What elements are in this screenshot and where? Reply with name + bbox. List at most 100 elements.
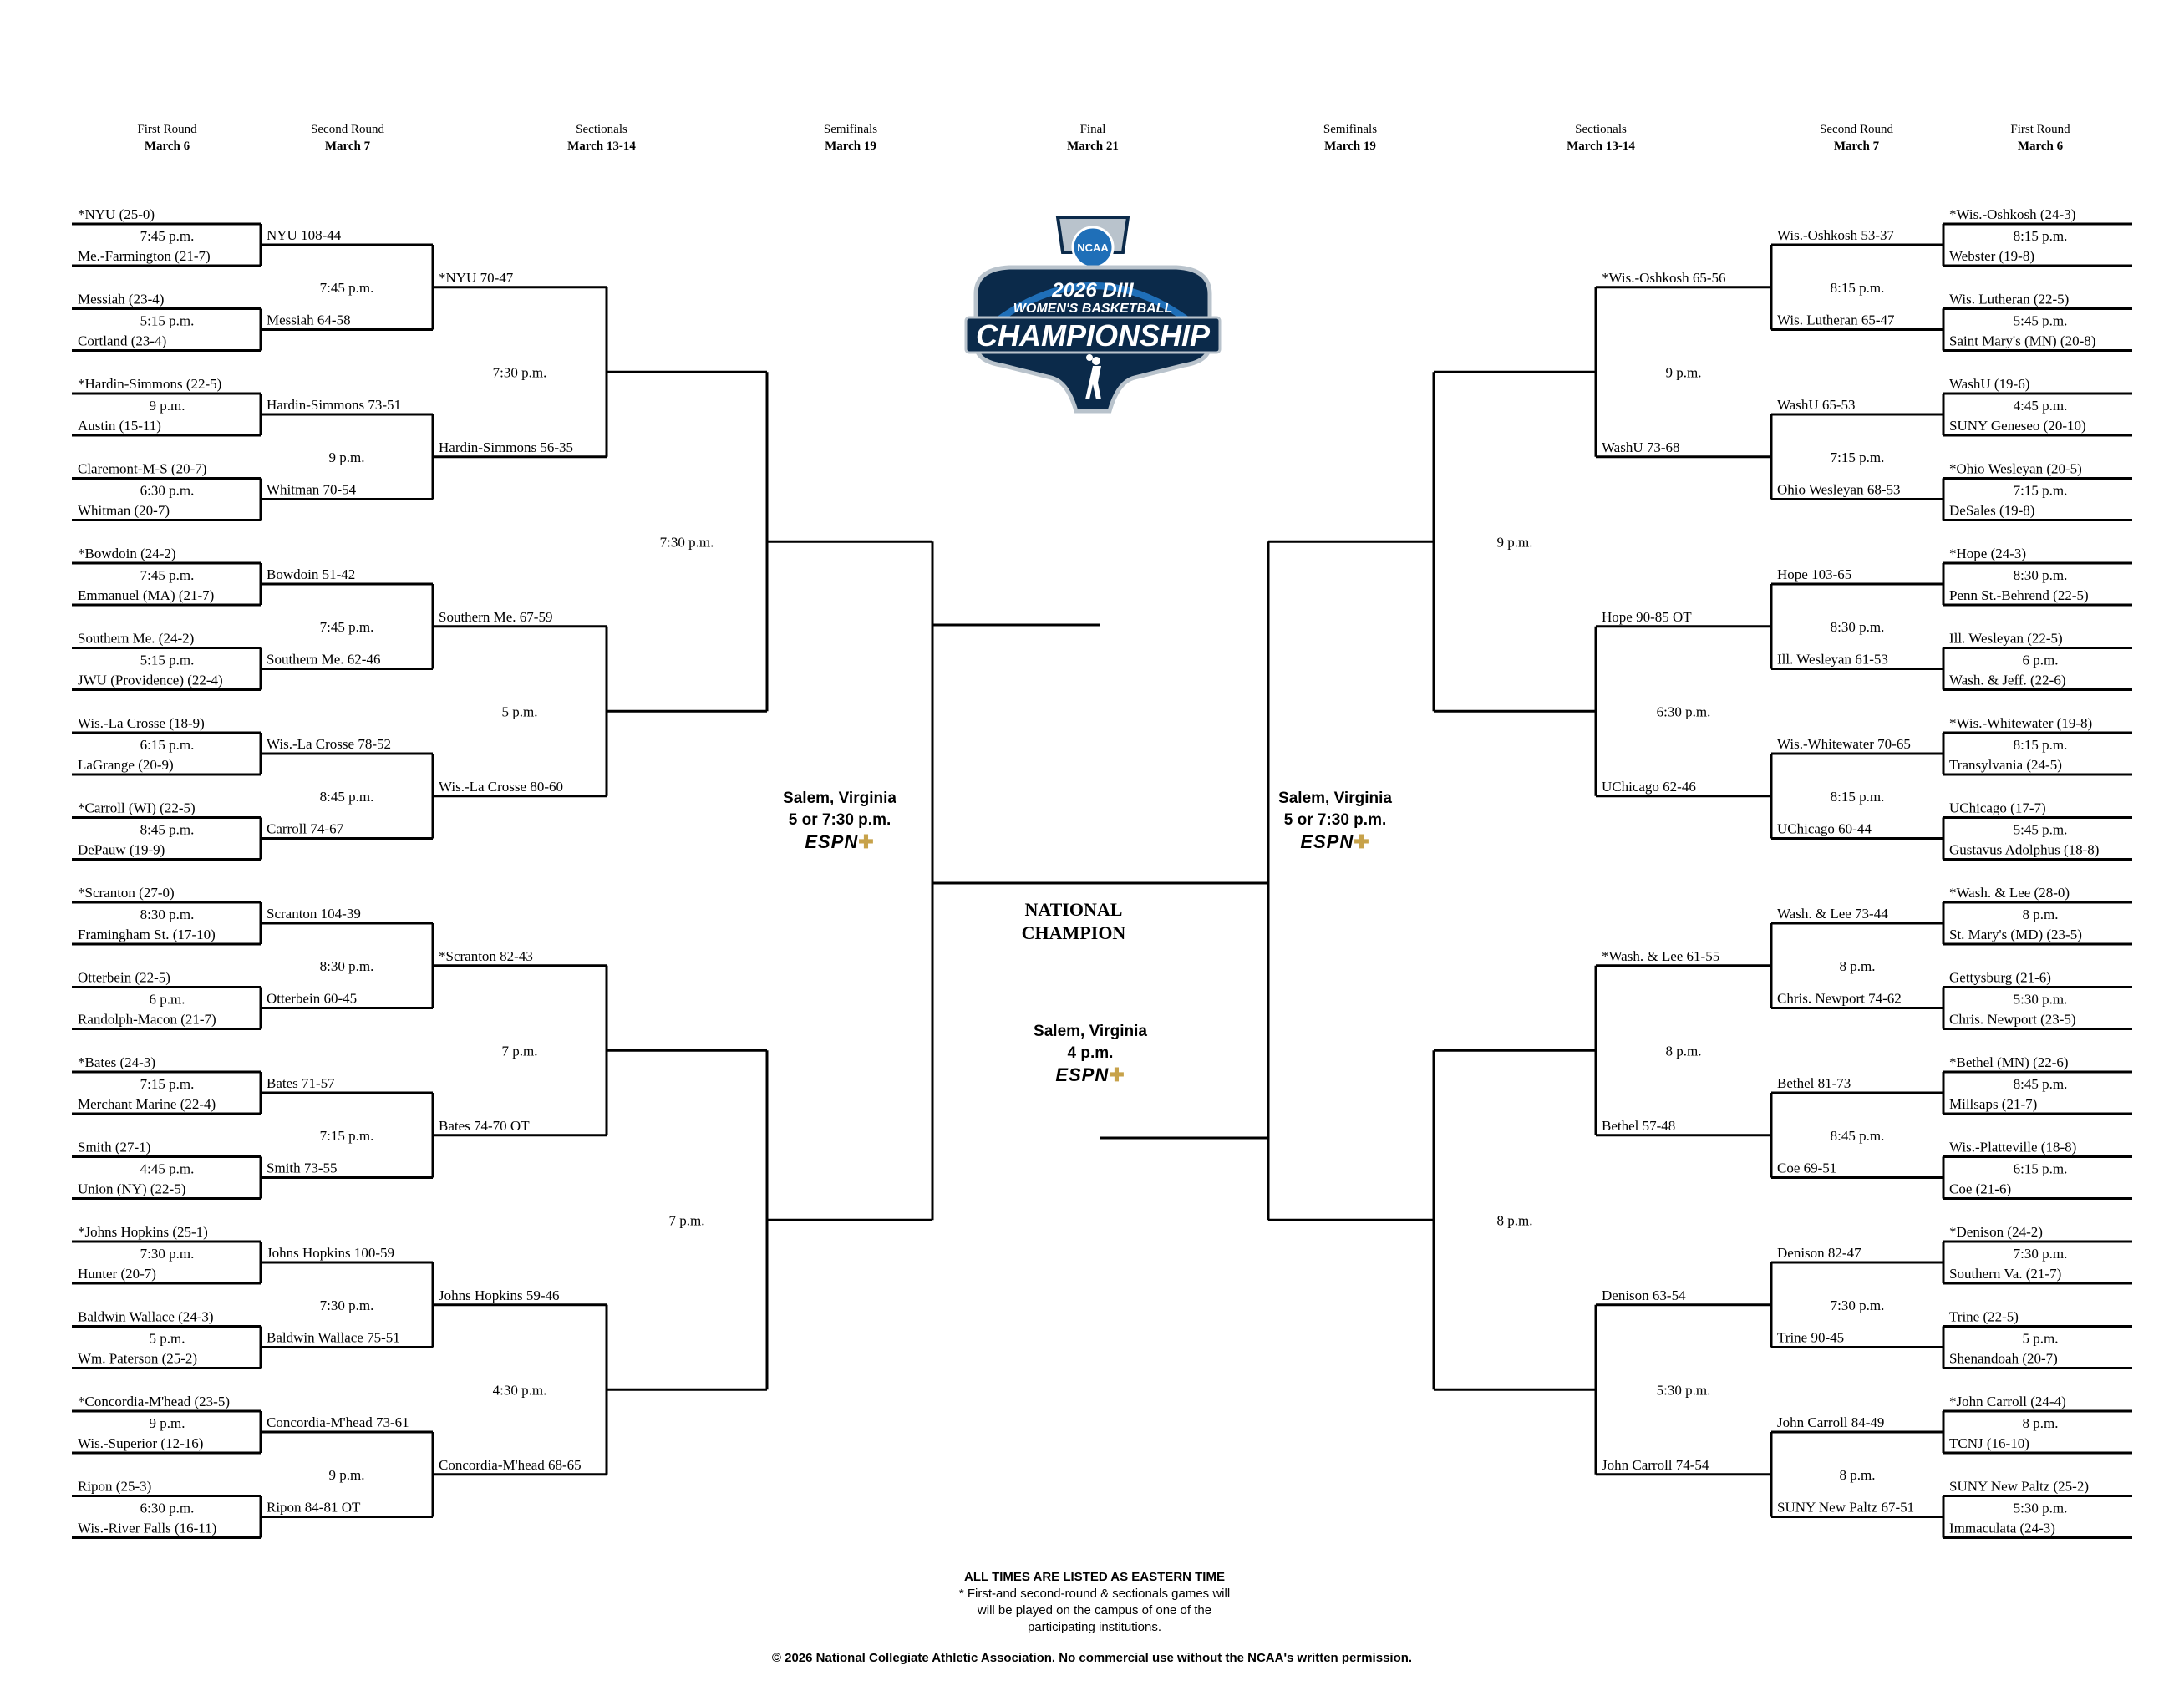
second-round-team: Ohio Wesleyan 68-53 [1777,482,1901,498]
first-round-time: 8:15 p.m. [2014,737,2068,753]
second-round-team: Wash. & Lee 73-44 [1777,906,1888,922]
footer-note-2: will be played on the campus of one of t… [977,1603,1212,1617]
first-round-time: 8:15 p.m. [2014,228,2068,244]
second-round-time: 8:15 p.m. [1831,280,1885,296]
second-round-team: John Carroll 84-49 [1777,1414,1884,1430]
second-round-team: UChicago 60-44 [1777,821,1872,837]
round-date: March 6 [145,140,190,153]
second-round-team: Carroll 74-67 [267,821,344,837]
logo-line2: WOMEN'S BASKETBALL [1013,302,1172,316]
round-header: First Round [137,123,197,136]
round-date: March 21 [1067,140,1119,153]
venue-time: 5 or 7:30 p.m. [1283,811,1387,829]
first-round-team: *Hardin-Simmons (22-5) [78,376,221,392]
sectional-team: WashU 73-68 [1602,439,1680,455]
sectional-time: 4:30 p.m. [493,1382,547,1398]
first-round-team: TCNJ (16-10) [1949,1435,2029,1451]
round-date: March 13-14 [1567,140,1635,153]
sectional-time: 7:30 p.m. [493,364,547,380]
first-round-team: Cortland (23-4) [78,333,166,349]
sectional-team: UChicago 62-46 [1602,779,1696,795]
first-round-team: Millsaps (21-7) [1949,1096,2037,1112]
second-round-team: Wis.-Whitewater 70-65 [1777,736,1911,752]
second-round-team: NYU 108-44 [267,227,342,243]
first-round-time: 7:45 p.m. [140,228,195,244]
logo-banner [964,316,1222,354]
first-round-team: *Johns Hopkins (25-1) [78,1224,208,1240]
first-round-team: Baldwin Wallace (24-3) [78,1309,214,1325]
first-round-team: *Concordia-M'head (23-5) [78,1394,230,1409]
second-round-team: Smith 73-55 [267,1160,338,1176]
sectional-team: Wis.-La Crosse 80-60 [439,779,563,795]
round-header: Semifinals [824,123,877,136]
second-round-time: 7:45 p.m. [320,619,374,635]
championship-logo: NCAA 2026 DIII WOMEN'S BASKETBALL CHAMPI… [964,216,1222,414]
sectional-team: *Wash. & Lee 61-55 [1602,948,1719,964]
first-round-team: Gettysburg (21-6) [1949,970,2051,986]
first-round-team: Merchant Marine (22-4) [78,1096,216,1112]
round-date: March 19 [1324,140,1376,153]
first-round-team: UChicago (17-7) [1949,800,2046,816]
first-round-team: Me.-Farmington (21-7) [78,248,211,264]
first-round-time: 5:15 p.m. [140,313,195,329]
first-round-team: Randolph-Macon (21-7) [78,1012,216,1028]
first-round-team: Chris. Newport (23-5) [1949,1012,2076,1028]
second-round-team: Bates 71-57 [267,1075,335,1091]
first-round-time: 5:30 p.m. [2014,992,2068,1008]
first-round-team: JWU (Providence) (22-4) [78,673,223,688]
national-champion-label: NATIONAL CHAMPION [1021,899,1126,943]
round-date: March 6 [2018,140,2064,153]
venue-time: 4 p.m. [1067,1044,1114,1062]
second-round-team: Ripon 84-81 OT [267,1500,361,1516]
first-round-team: *Hope (24-3) [1949,546,2026,561]
semifinal-venue-left: Salem, Virginia 5 or 7:30 p.m. ESPN✚ [752,788,927,855]
second-round-team: Ill. Wesleyan 61-53 [1777,652,1888,668]
venue-city: Salem, Virginia [1034,1023,1147,1040]
sectional-time: 6:30 p.m. [1657,703,1711,719]
first-round-time: 5:45 p.m. [2014,313,2068,329]
first-round-team: Webster (19-8) [1949,248,2034,264]
first-round-team: *Wis.-Whitewater (19-8) [1949,715,2092,731]
first-round-time: 4:45 p.m. [140,1161,195,1177]
second-round-time: 7:15 p.m. [1831,449,1885,465]
first-round-team: Ripon (25-3) [78,1479,151,1495]
first-round-team: SUNY Geneseo (20-10) [1949,418,2086,434]
second-round-team: Chris. Newport 74-62 [1777,991,1902,1007]
round-header: Sectionals [1575,123,1627,136]
round-date: March 7 [1834,140,1880,153]
first-round-team: DePauw (19-9) [78,842,165,858]
second-round-time: 8:30 p.m. [1831,619,1885,635]
second-round-time: 8 p.m. [1840,1467,1876,1483]
second-round-time: 8:30 p.m. [320,958,374,974]
first-round-team: St. Mary's (MD) (23-5) [1949,927,2082,942]
sectional-team: *Wis.-Oshkosh 65-56 [1602,270,1726,286]
first-round-team: WashU (19-6) [1949,376,2029,392]
second-round-time: 8:45 p.m. [320,789,374,805]
first-round-team: *Denison (24-2) [1949,1224,2043,1240]
quarterfinal-time: 8 p.m. [1497,1212,1533,1228]
first-round-team: *Bowdoin (24-2) [78,546,176,561]
first-round-time: 7:15 p.m. [140,1076,195,1092]
first-round-time: 7:30 p.m. [2014,1246,2068,1262]
first-round-team: Claremont-M-S (20-7) [78,461,206,477]
first-round-team: *John Carroll (24-4) [1949,1394,2066,1409]
first-round-team: Whitman (20-7) [78,503,170,519]
first-round-team: Trine (22-5) [1949,1309,2019,1325]
first-round-team: *Ohio Wesleyan (20-5) [1949,461,2082,477]
round-date: March 19 [825,140,876,153]
first-round-team: Wm. Paterson (25-2) [78,1351,197,1367]
first-round-team: Smith (27-1) [78,1140,150,1155]
sectional-team: John Carroll 74-54 [1602,1457,1709,1473]
footer-notes: ALL TIMES ARE LISTED AS EASTERN TIME * F… [911,1569,1278,1636]
first-round-team: Southern Va. (21-7) [1949,1266,2061,1282]
second-round-team: Wis.-Oshkosh 53-37 [1777,227,1895,243]
round-header: Second Round [1820,123,1893,136]
second-round-team: Bowdoin 51-42 [267,566,355,582]
logo-badge-text: NCAA [1077,241,1109,254]
first-round-team: Wis.-River Falls (16-11) [78,1521,216,1536]
second-round-team: Wis.-La Crosse 78-52 [267,736,391,752]
first-round-team: Shenandoah (20-7) [1949,1351,2058,1367]
round-header: Second Round [311,123,384,136]
second-round-time: 9 p.m. [329,449,365,465]
second-round-time: 7:30 p.m. [1831,1298,1885,1313]
